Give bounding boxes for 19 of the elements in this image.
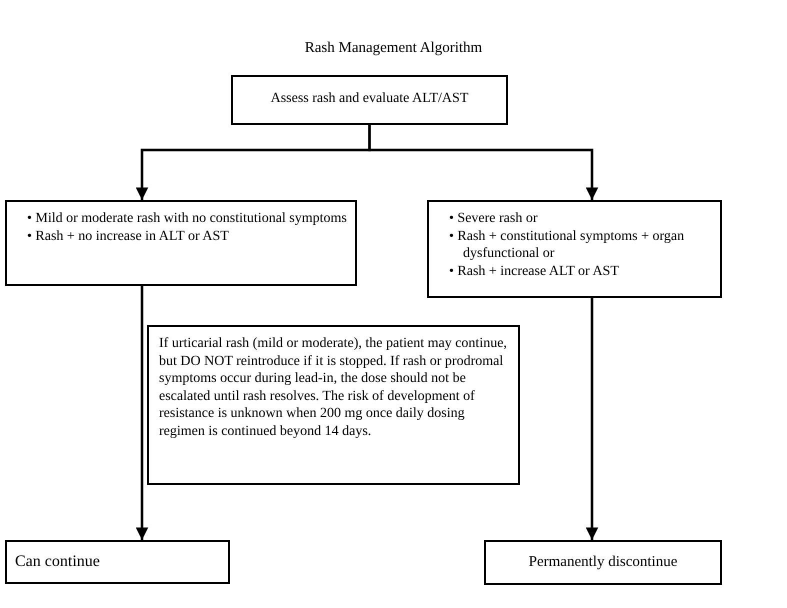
node-text: If urticarial rash (mild or moderate), the patient may continue, but DO NOT reintroduce if it is stopped. If rash or prodromal symptoms occur during lead-in, the dose should not be escalated until rash resolves. The risk of development of resistance is unknown when 200 mg once daily dosing regimen is continued beyond 14 days.	[159, 335, 508, 440]
bullet-item: • Rash + increase ALT or AST	[448, 262, 620, 280]
arrow	[136, 286, 148, 540]
process-box	[231, 75, 508, 125]
bullet-item: • Rash + no increase in ALT or AST	[26, 228, 230, 245]
process-box	[5, 540, 230, 584]
criteria-box	[427, 200, 722, 298]
node-text: Permanently discontinue	[528, 553, 678, 572]
process-box	[484, 540, 722, 585]
bullet-item: • Mild or moderate rash with no constitutional symptoms	[26, 210, 348, 228]
note-box	[147, 325, 520, 485]
bullet-item: • Severe rash or	[448, 210, 538, 228]
bullet-item: • Rash + constitutional symptoms + organ dysfunctional or	[448, 228, 686, 262]
title: Rash Management Algorithm	[304, 40, 484, 57]
arrow	[368, 125, 598, 200]
arrow	[586, 298, 598, 540]
criteria-box	[5, 200, 357, 286]
node-text: Can continue	[15, 552, 101, 572]
node-text: Assess rash and evaluate ALT/AST	[270, 90, 470, 108]
